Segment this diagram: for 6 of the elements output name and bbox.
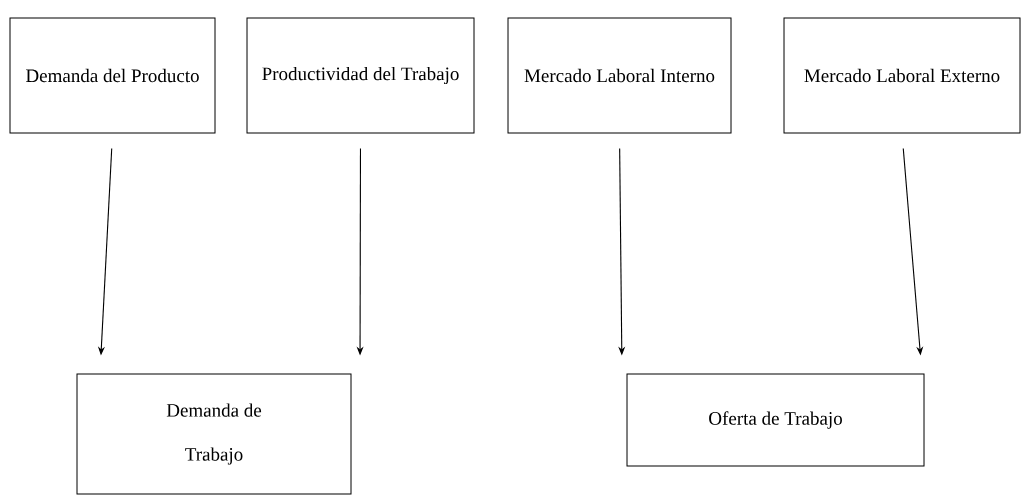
process-box: Oferta de Trabajo [626, 373, 925, 467]
process-box: Demanda del Producto [9, 17, 216, 134]
process-box: Mercado Laboral Externo [783, 17, 1021, 134]
process-box: Mercado Laboral Interno [507, 17, 732, 134]
process-box: Demanda de Trabajo [76, 373, 352, 495]
process-box: Productividad del Trabajo [246, 17, 475, 134]
